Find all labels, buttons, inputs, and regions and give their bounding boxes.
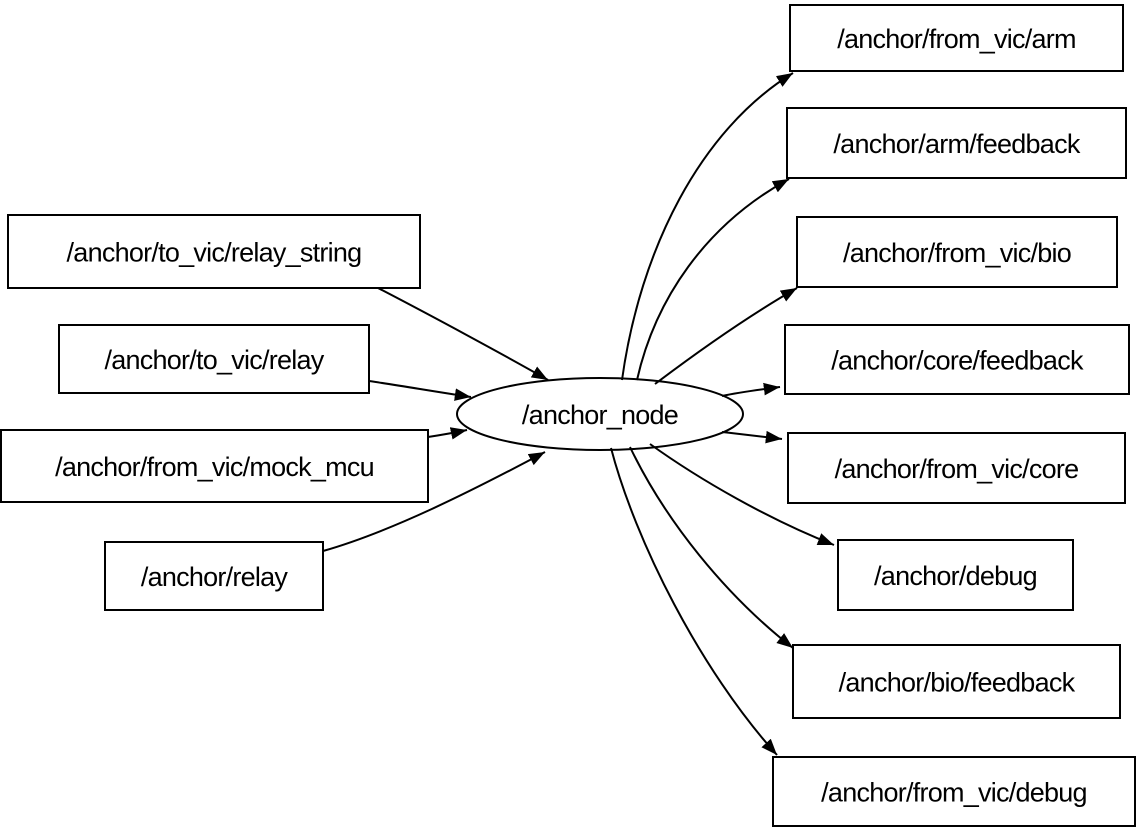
node-from_vic_core-shape: [787, 432, 1126, 504]
edge-anchor_node-to-from_vic_debug: [610, 447, 778, 756]
edge-anchor_node-to-arm_feedback: [636, 178, 790, 381]
edge-to_vic_relay-to-anchor_node: [368, 380, 472, 401]
node-relay-shape: [104, 541, 324, 611]
nodes-layer: /anchor_node/anchor/to_vic/relay_string /…: [0, 4, 1136, 827]
edge-anchor_node-to-debug: [649, 443, 835, 546]
node-from_vic_bio-shape: [796, 216, 1118, 288]
node-debug-label: /anchor/debug: [874, 561, 1037, 591]
edge-anchor_node-to-from_vic_bio: [654, 287, 798, 385]
node-from_vic_debug-label: /anchor/from_vic/debug: [821, 778, 1087, 808]
node-core_feedback-label: /anchor/core/feedback: [831, 346, 1084, 376]
node-bio_feedback-label: /anchor/bio/feedback: [839, 668, 1076, 698]
node-from_vic_arm-label: /anchor/from_vic/arm: [837, 24, 1076, 54]
edge-anchor_node-to-core_feedback: [721, 382, 781, 397]
node-debug-shape: [837, 539, 1074, 611]
node-from_vic_debug-shape: [772, 756, 1136, 827]
node-to_vic_relay-label: /anchor/to_vic/relay: [104, 345, 324, 375]
node-from_vic_core-label: /anchor/from_vic/core: [835, 454, 1079, 484]
node-bio_feedback-shape: [792, 644, 1121, 719]
node-arm_feedback-label: /anchor/arm/feedback: [833, 129, 1080, 159]
edge-relay-to-anchor_node: [322, 451, 546, 552]
node-from_vic_arm-shape: [789, 4, 1124, 72]
edges-layer: [322, 72, 835, 756]
node-core_feedback-shape: [784, 324, 1130, 395]
node-arm_feedback-shape: [786, 107, 1127, 179]
node-from_vic_mock_mcu-shape: [0, 429, 429, 503]
edge-anchor_node-to-from_vic_core: [721, 430, 783, 444]
node-to_vic_relay_string-shape: [7, 214, 421, 289]
node-to_vic_relay_string-label: /anchor/to_vic/relay_string: [67, 238, 362, 268]
edge-from_vic_mock_mcu-to-anchor_node: [427, 427, 468, 440]
node-to_vic_relay-shape: [58, 324, 370, 394]
node-relay-label: /anchor/relay: [141, 562, 289, 592]
node-from_vic_bio-label: /anchor/from_vic/bio: [843, 238, 1071, 268]
edge-to_vic_relay_string-to-anchor_node: [377, 287, 549, 381]
node-from_vic_mock_mcu-label: /anchor/from_vic/mock_mcu: [55, 452, 374, 482]
node-anchor_node-shape: [456, 377, 744, 451]
edge-anchor_node-to-from_vic_arm: [621, 72, 794, 381]
edge-anchor_node-to-bio_feedback: [629, 446, 794, 649]
node-anchor_node-label: /anchor_node: [522, 400, 678, 430]
